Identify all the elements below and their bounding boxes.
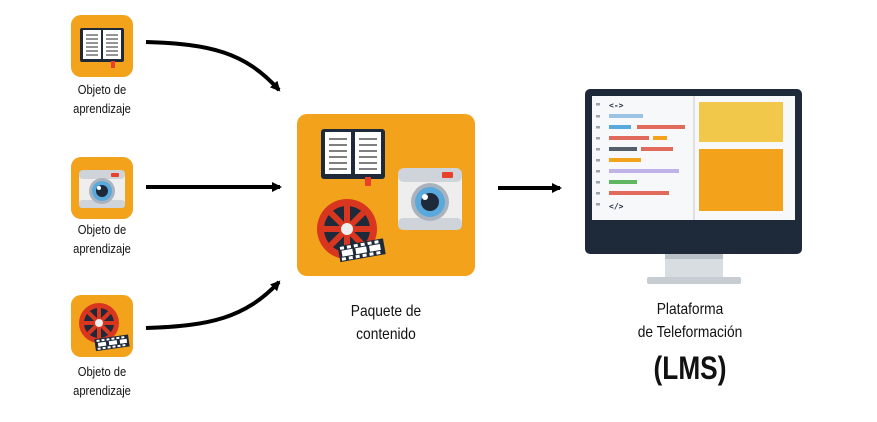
input-tile-3	[71, 295, 133, 357]
input-tile-2	[71, 157, 133, 219]
svg-text:<->: <->	[609, 101, 624, 110]
arrow-bottom	[145, 280, 281, 330]
camera-icon	[79, 170, 125, 208]
content-package	[297, 114, 475, 276]
book-icon	[321, 129, 385, 186]
monitor-icon: <-> </>	[585, 89, 802, 284]
svg-text:</>: </>	[609, 202, 624, 211]
film-reel-icon	[317, 199, 386, 263]
arrow-top	[145, 40, 281, 92]
book-icon	[80, 28, 124, 68]
preview-panel-top	[699, 102, 783, 142]
code-lines: <-> </>	[596, 101, 685, 211]
input-tile-1	[71, 15, 133, 77]
film-reel-icon	[79, 303, 130, 352]
lms-abbreviation: (LMS)	[653, 350, 727, 386]
preview-panel-bottom	[699, 149, 783, 211]
camera-icon	[398, 168, 462, 230]
